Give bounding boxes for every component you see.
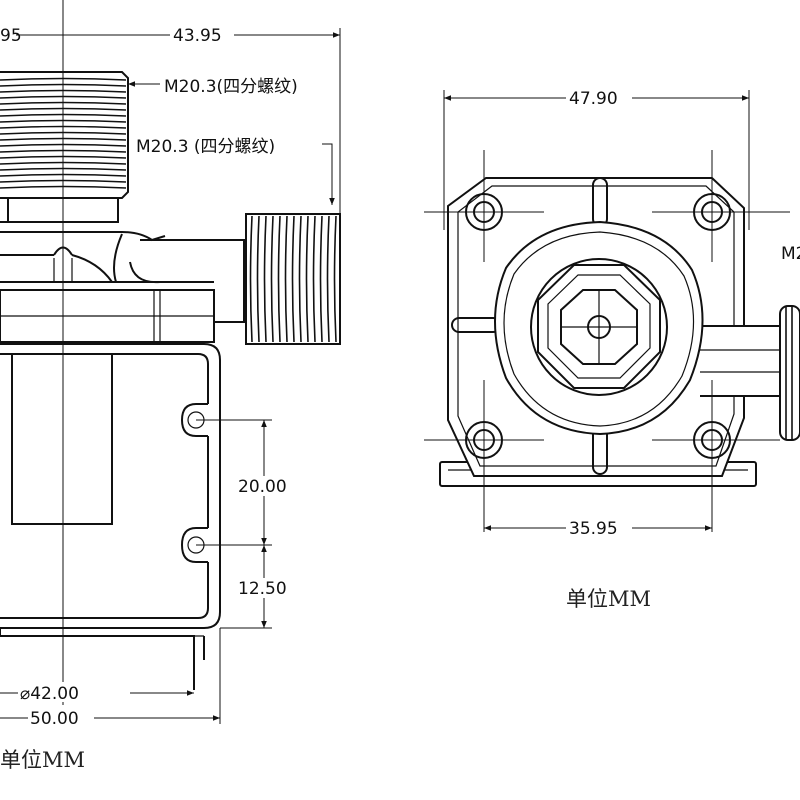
upper-flange <box>0 289 215 343</box>
mount-hole-bottom-left <box>424 380 544 532</box>
outlet-elbow <box>0 231 245 323</box>
dim-front-width-label: 47.90 <box>569 89 618 109</box>
mount-slot-upper <box>180 403 208 437</box>
top-thread-callout: M20.3(四分螺纹) <box>128 77 298 97</box>
thread-top-label: M20.3(四分螺纹) <box>164 77 298 97</box>
front-view: 47.90 M2 <box>424 88 800 611</box>
front-thread-label-partial: M2 <box>781 244 800 264</box>
base-plate <box>0 628 205 690</box>
bottom-dimensions: ⌀42.00 50.00 <box>0 628 221 729</box>
side-top-dimension: 95 43.95 <box>0 26 341 215</box>
front-unit-label: 单位MM <box>566 587 651 611</box>
dim-diameter-label: ⌀42.00 <box>20 684 79 704</box>
side-thread-callout: M20.3 (四分螺纹) <box>136 137 335 205</box>
front-top-dimension: 47.90 <box>443 88 750 230</box>
slot-dimensions: 20.00 12.50 <box>196 419 296 629</box>
inlet-nozzle <box>537 264 661 389</box>
dim-slot-spacing-label: 20.00 <box>238 477 287 497</box>
front-hole-dimension: 35.95 <box>484 518 712 539</box>
dim-top-partial-label: 95 <box>0 26 22 46</box>
mount-hole-top-left <box>424 150 544 262</box>
side-unit-label: 单位MM <box>0 748 85 772</box>
top-thread-inlet <box>0 71 129 223</box>
dim-top-label: 43.95 <box>173 26 222 46</box>
motor-body <box>0 343 221 629</box>
side-thread-outlet <box>245 213 341 345</box>
thread-side-label: M20.3 (四分螺纹) <box>136 137 275 157</box>
mount-slot-lower <box>180 527 208 563</box>
dim-hole-spacing-label: 35.95 <box>569 519 618 539</box>
side-view: 95 43.95 M20.3(四分螺纹) M20.3 (四分螺纹) <box>0 0 341 772</box>
dim-width-label: 50.00 <box>30 709 79 729</box>
front-outlet-pipe: M2 <box>700 244 800 441</box>
mounting-holes <box>424 150 790 532</box>
mount-hole-bottom-right <box>652 380 780 532</box>
dim-slot-bottom-label: 12.50 <box>238 579 287 599</box>
mount-hole-top-right <box>652 150 790 262</box>
